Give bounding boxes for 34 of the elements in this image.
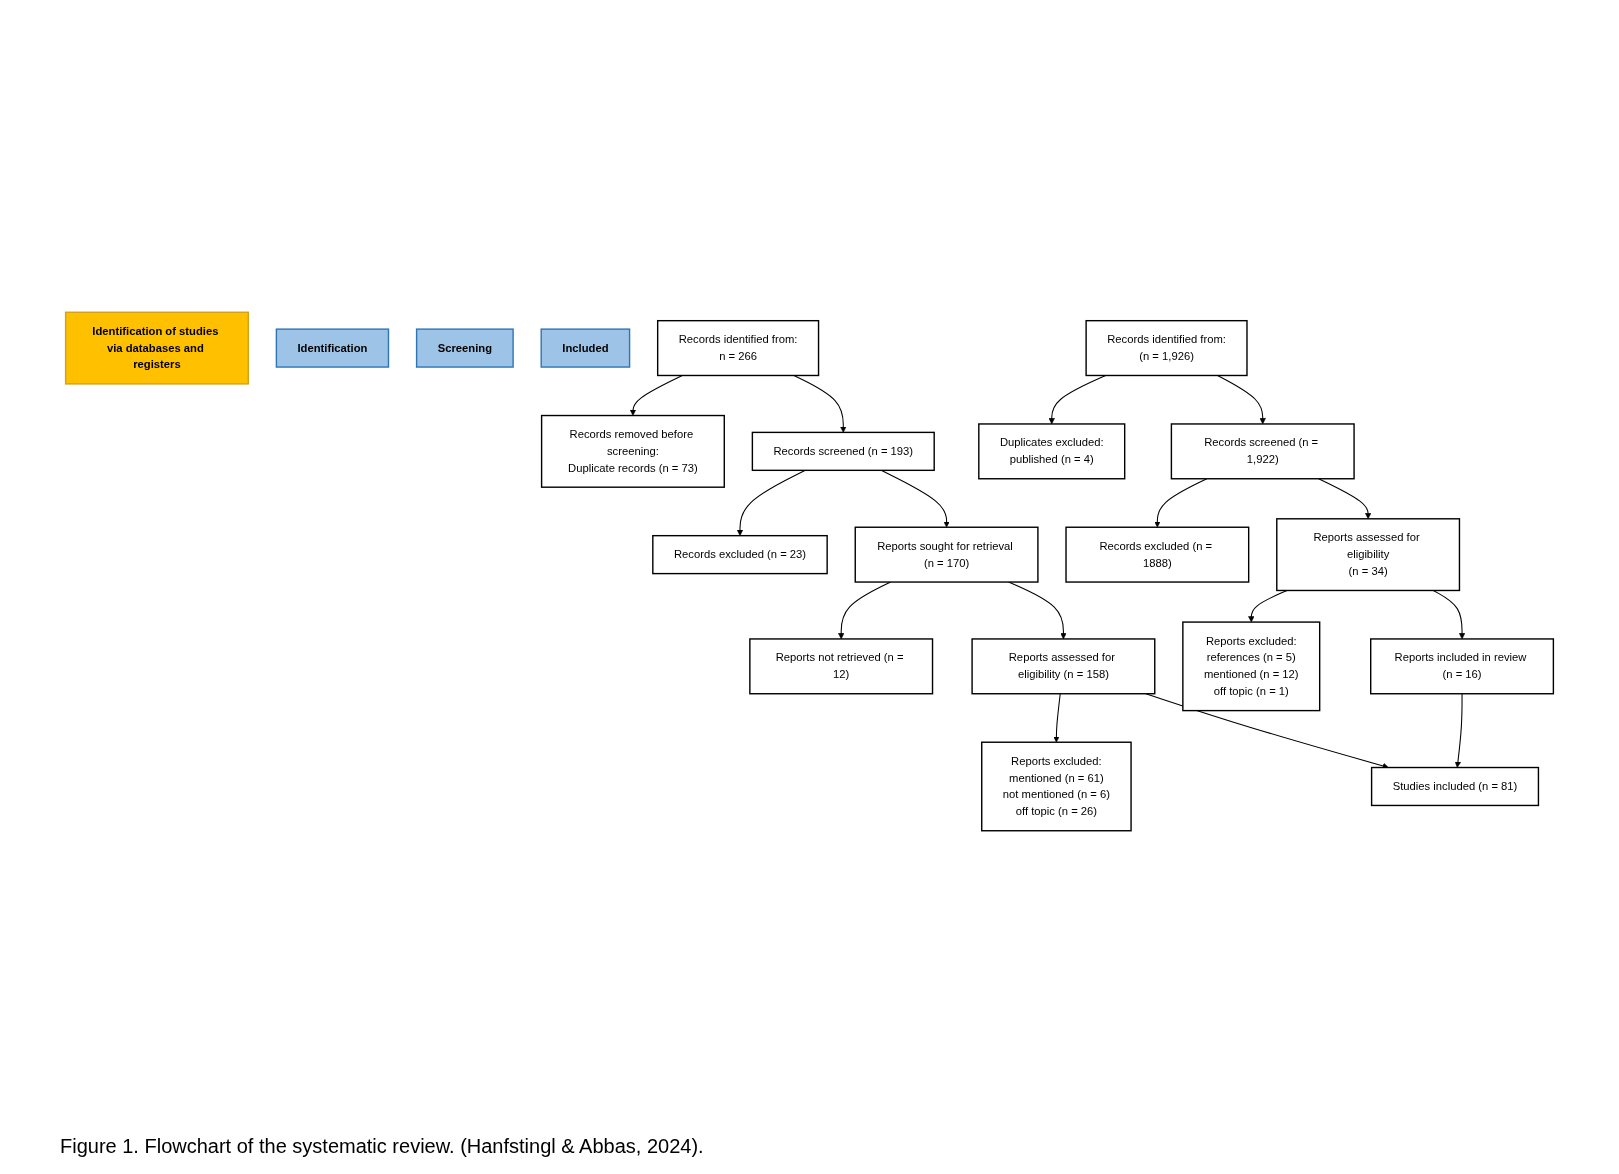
node-box: Reports included in review (n = 16) — [1370, 638, 1555, 695]
node-box: Screening — [415, 328, 514, 368]
node-box: Records screened (n = 1,922) — [1170, 423, 1355, 480]
node-box: Reports excluded: references (n = 5) mentioned (n = 12) off topic (n = 1) — [1182, 621, 1321, 712]
arrow — [1454, 693, 1463, 768]
node-box: Reports sought for retrieval (n = 170) — [854, 526, 1039, 583]
node-box: Records identified from: n = 266 — [656, 319, 820, 377]
node-box: Included — [540, 328, 631, 368]
arrow — [1248, 589, 1288, 623]
figure-caption: Figure 1. Flowchart of the systematic review. (Hanfstingl & Abbas, 2024). — [60, 1135, 704, 1158]
node-box: Duplicates excluded: published (n = 4) — [978, 423, 1126, 480]
arrow — [880, 469, 950, 528]
node-box: Records excluded (n = 1888) — [1065, 526, 1250, 583]
arrow — [1053, 693, 1061, 743]
arrow — [1145, 693, 1389, 769]
arrow — [1048, 374, 1107, 425]
arrow — [793, 374, 847, 433]
arrow — [1217, 374, 1266, 425]
arrow — [629, 374, 683, 416]
node-box: Identification — [275, 328, 390, 368]
node-box: Records identified from: (n = 1,926) — [1085, 319, 1248, 377]
arrow — [736, 469, 806, 536]
node-box: Records removed before screening: Duplicate records (n = 73) — [540, 414, 725, 488]
node-box: Records excluded (n = 23) — [652, 534, 828, 575]
node-box: Identification of studies via databases and registers — [64, 311, 249, 385]
node-box: Reports not retrieved (n = 12) — [749, 638, 934, 695]
node-box: Records screened (n = 193) — [751, 431, 935, 472]
node-box: Reports excluded: mentioned (n = 61) not mentioned (n = 6) off topic (n = 26) — [981, 741, 1132, 832]
arrow — [1154, 478, 1208, 528]
arrow — [1318, 478, 1372, 520]
node-box: Studies included (n = 81) — [1370, 766, 1540, 807]
node-box: Reports assessed for eligibility (n = 158) — [971, 638, 1156, 695]
arrow — [1432, 589, 1466, 640]
node-box: Reports assessed for eligibility (n = 34) — [1276, 518, 1461, 592]
